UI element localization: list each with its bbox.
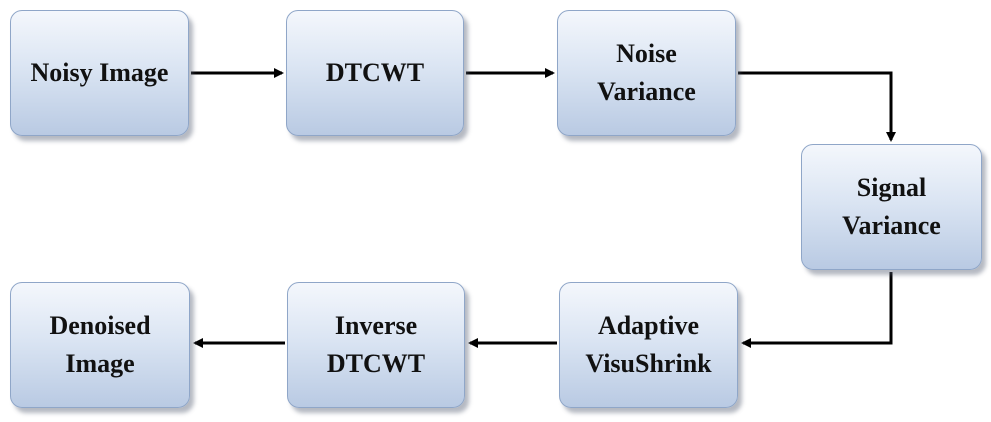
node-label: Noise Variance <box>597 39 696 106</box>
node-label: Noisy Image <box>30 58 169 87</box>
node-noisy-image: Noisy Image <box>10 10 189 136</box>
node-denoised-image: Denoised Image <box>10 282 190 408</box>
node-label: Adaptive VisuShrink <box>585 311 712 378</box>
node-label: Denoised Image <box>49 311 151 378</box>
arrow-signal-to-adaptive <box>741 272 893 348</box>
node-adaptive-visushrink: Adaptive VisuShrink <box>559 282 738 408</box>
node-label: Inverse DTCWT <box>326 311 426 378</box>
node-dtcwt: DTCWT <box>286 10 464 136</box>
node-label: Signal Variance <box>842 173 941 240</box>
node-inverse-dtcwt: Inverse DTCWT <box>287 282 465 408</box>
arrow-noise-to-signal-variance <box>738 71 896 142</box>
node-label: DTCWT <box>325 58 425 87</box>
node-signal-variance: Signal Variance <box>801 144 982 270</box>
node-noise-variance: Noise Variance <box>557 10 736 136</box>
